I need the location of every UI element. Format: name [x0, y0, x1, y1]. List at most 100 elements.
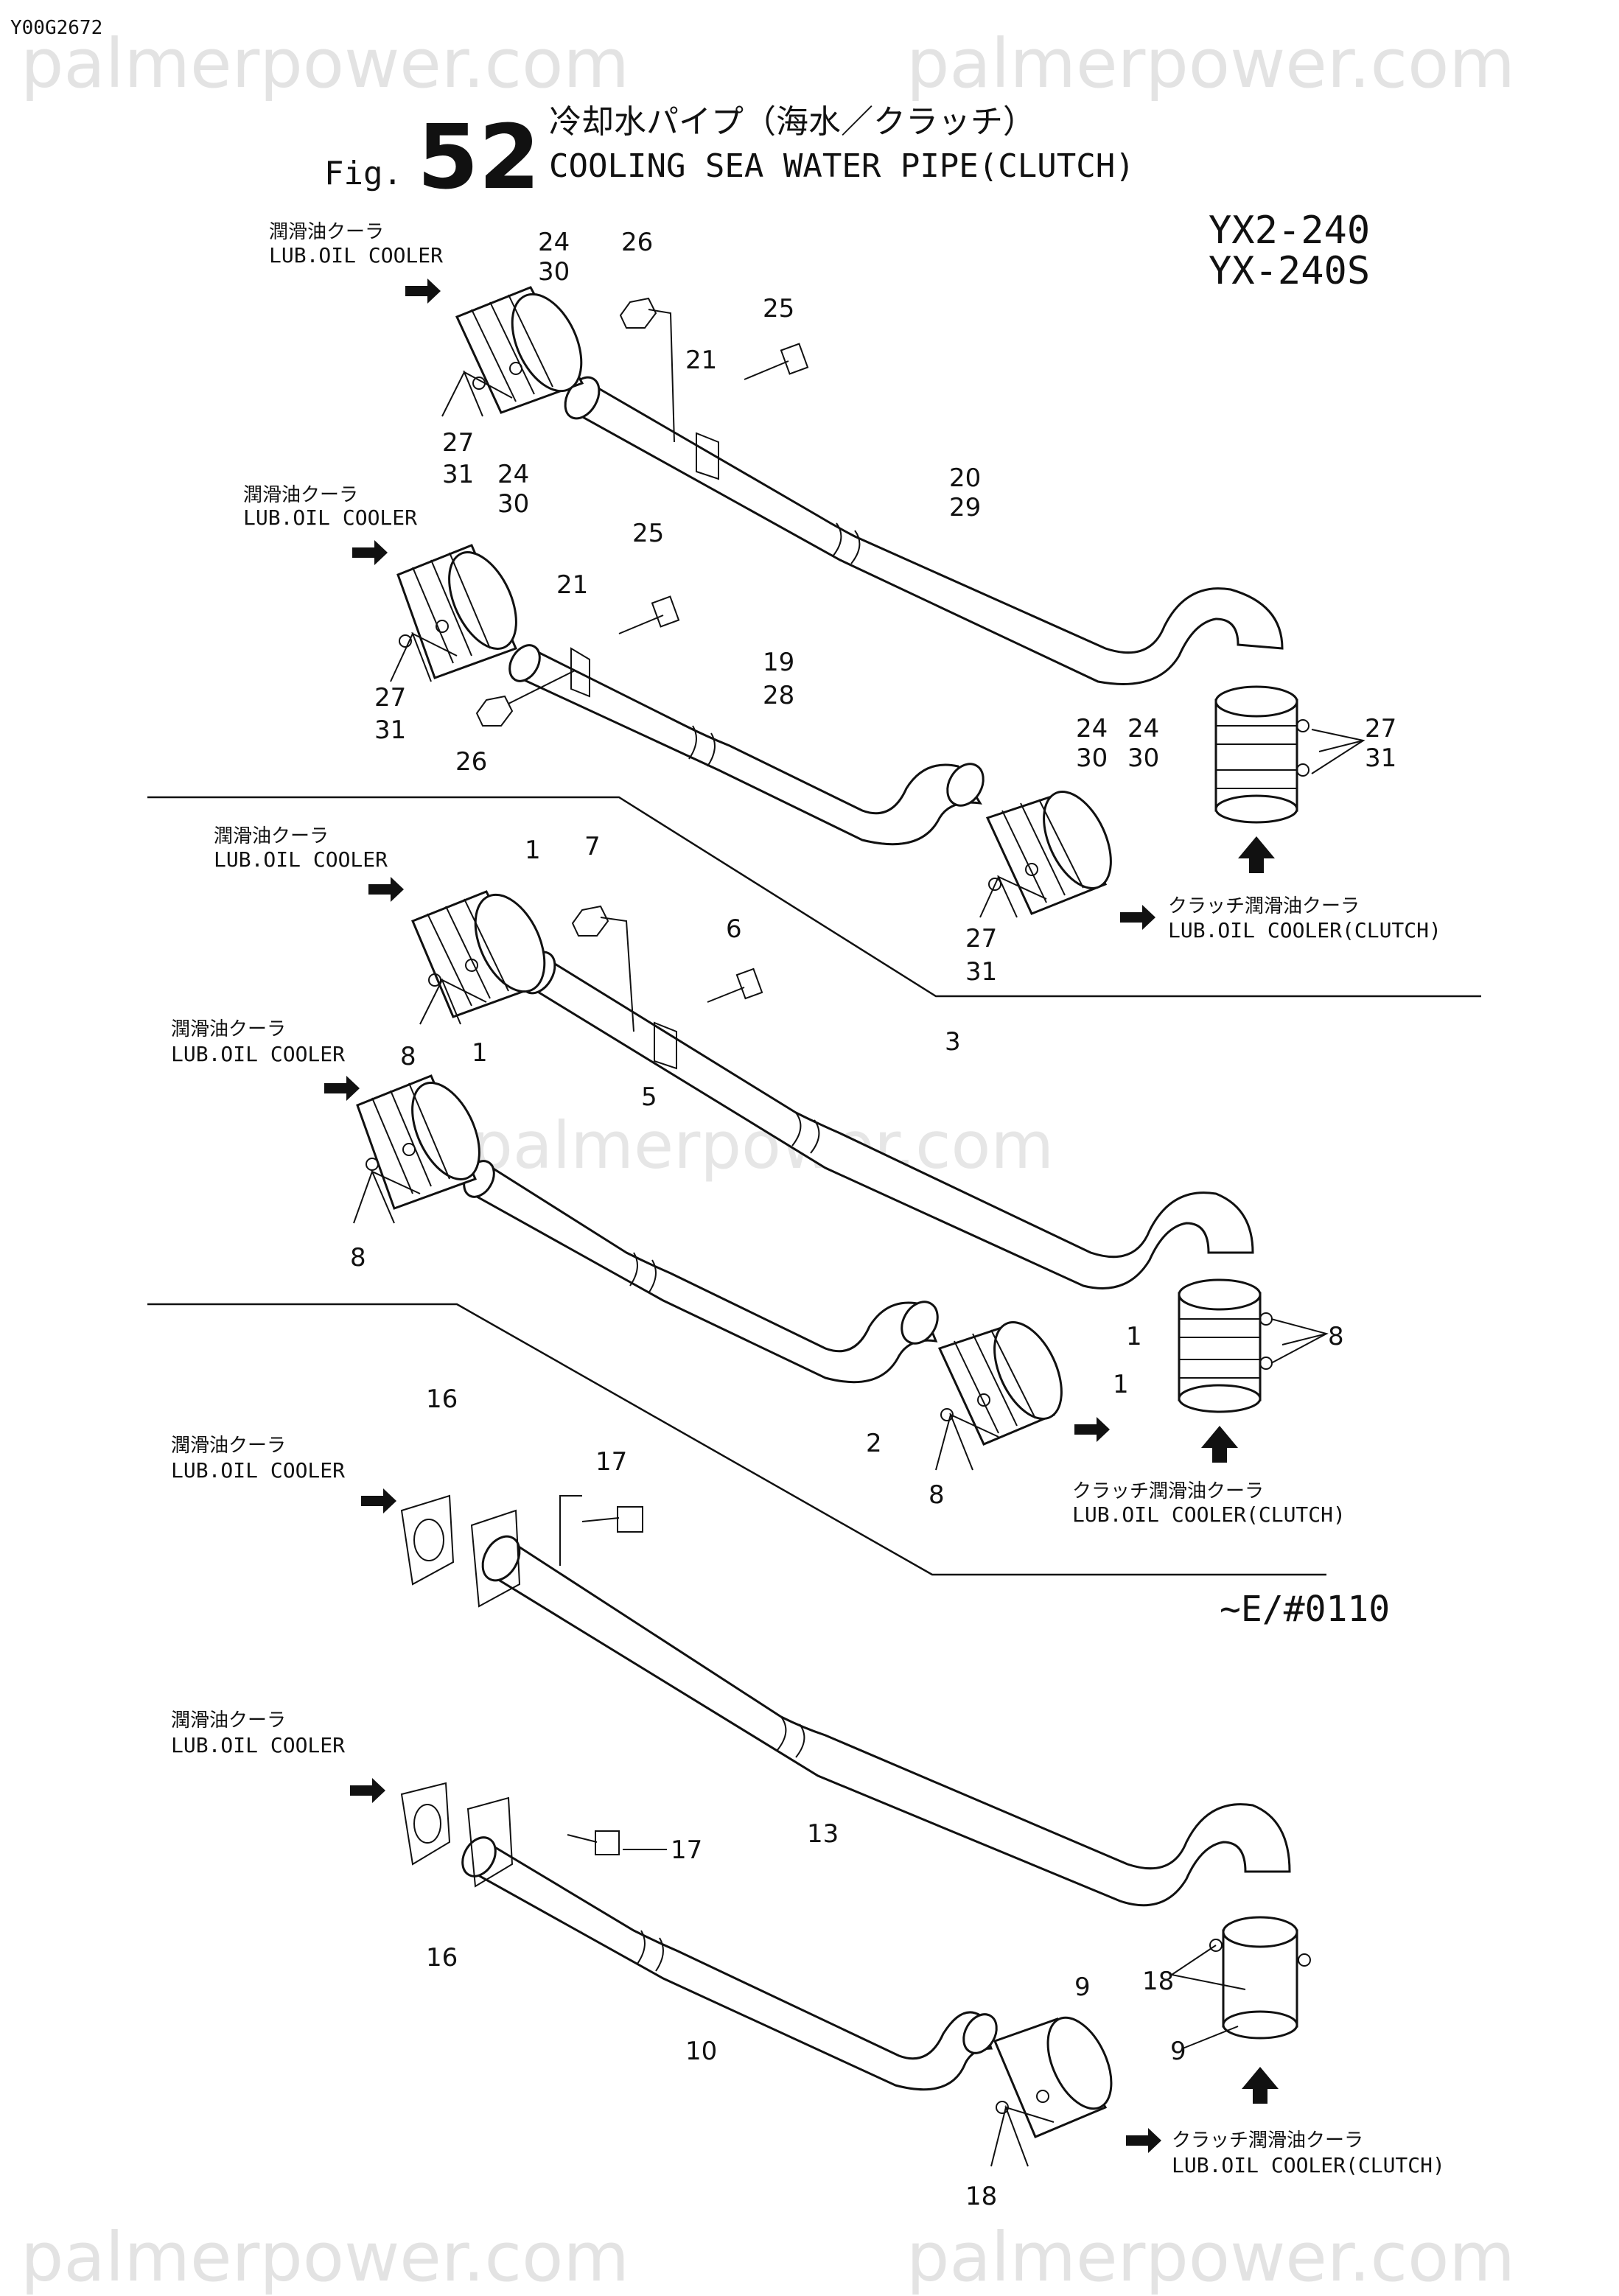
- callout: 27: [374, 683, 406, 713]
- callout: 27: [1365, 714, 1396, 743]
- callout: 10: [685, 2037, 717, 2066]
- pipe-19: [518, 646, 982, 846]
- leader-8: [419, 978, 487, 1025]
- section-yx2-240: 潤滑油クーラ LUB.OIL COOLER 潤滑油クーラ LUB.OIL COO…: [243, 221, 1441, 987]
- flow-arrow-icon: [352, 540, 388, 565]
- document-code: Y00G2672: [10, 17, 102, 39]
- lub-cooler-en: LUB.OIL COOLER: [171, 1458, 345, 1483]
- lub-cooler-en: LUB.OIL COOLER: [243, 505, 417, 530]
- flow-arrow-icon: [1120, 905, 1155, 930]
- hose-24-mid: [396, 544, 518, 679]
- callout: 8: [400, 1042, 416, 1071]
- flow-arrow-icon: [368, 877, 404, 902]
- callout: 26: [621, 228, 653, 257]
- flow-arrow-icon: [1201, 1426, 1238, 1463]
- callout: 30: [538, 257, 570, 287]
- nut-7: [571, 905, 609, 937]
- leader-27: [1311, 729, 1366, 774]
- flow-arrow-icon: [405, 279, 441, 304]
- pipe-10: [470, 1840, 993, 2091]
- gasket-16: [400, 1494, 455, 1586]
- figure-number: 52: [417, 107, 540, 209]
- callout: 26: [455, 747, 487, 777]
- callout: 25: [763, 294, 794, 323]
- hose-1-mid: [356, 1074, 480, 1210]
- bolt-6-head: [735, 967, 763, 1000]
- pipe-break: [688, 725, 716, 767]
- leader-8: [935, 1412, 999, 1471]
- gasket-hole: [413, 1519, 444, 1561]
- watermark-bottom-left: palmerpower.com: [21, 2218, 629, 2296]
- callout: 30: [1076, 743, 1108, 773]
- callout: 24: [538, 228, 570, 257]
- pipe-end: [962, 2013, 998, 2054]
- pipe-2: [470, 1162, 938, 1384]
- pipe-end: [481, 1535, 521, 1582]
- lub-cooler-en: LUB.OIL COOLER: [269, 243, 443, 267]
- clutch-cooler-en: LUB.OIL COOLER(CLUTCH): [1072, 1502, 1346, 1527]
- pipe-break: [832, 522, 861, 564]
- pipe-20: [573, 381, 1284, 685]
- gasket-hole: [413, 1804, 441, 1844]
- clutch-cooler-jp: クラッチ潤滑油クーラ: [1168, 895, 1360, 917]
- watermark-top-left: palmerpower.com: [21, 24, 629, 103]
- section-variant-3: ~E/#0110: [171, 1385, 1445, 2211]
- flow-arrow-icon: [1074, 1417, 1110, 1442]
- flow-arrow-icon: [1242, 2067, 1279, 2104]
- section-divider-1: [147, 796, 1481, 998]
- callout: 21: [556, 570, 588, 600]
- callout: 17: [671, 1835, 702, 1865]
- section-divider-2: [147, 1303, 1326, 1576]
- callout: 31: [965, 957, 997, 987]
- callout: 3: [945, 1027, 961, 1057]
- hose-9-vertical: [1209, 1916, 1311, 2040]
- watermark-top-right: palmerpower.com: [906, 24, 1515, 103]
- flange: [470, 1509, 521, 1608]
- flange: [466, 1796, 514, 1888]
- pipe-end: [946, 763, 985, 807]
- callout: 21: [685, 346, 717, 375]
- callout: 24: [497, 460, 529, 489]
- leader-7: [600, 917, 634, 1032]
- clutch-cooler-jp: クラッチ潤滑油クーラ: [1172, 2129, 1363, 2152]
- lub-cooler-jp: 潤滑油クーラ: [269, 221, 384, 243]
- hose-24-clutch: [985, 791, 1112, 915]
- hose-1-vertical: [1178, 1278, 1273, 1413]
- callout: 24: [1076, 714, 1108, 743]
- nut-26: [619, 297, 657, 329]
- callout: 1: [525, 836, 541, 865]
- flow-arrow-icon: [1238, 836, 1275, 873]
- bracket-21: [696, 432, 719, 480]
- leader-17: [559, 1495, 582, 1566]
- model-2: YX-240S: [1209, 249, 1370, 293]
- callout: 28: [763, 681, 794, 710]
- pipe-end: [508, 644, 541, 682]
- callout: 17: [595, 1447, 627, 1477]
- lub-cooler-jp: 潤滑油クーラ: [171, 1709, 286, 1732]
- pipe-end: [564, 376, 601, 420]
- nut-26: [475, 695, 514, 727]
- pipe-break: [637, 1930, 664, 1972]
- clutch-cooler-jp: クラッチ潤滑油クーラ: [1072, 1480, 1264, 1502]
- serial-range: ~E/#0110: [1220, 1589, 1390, 1630]
- callout: 2: [866, 1429, 882, 1458]
- callout: 8: [1328, 1322, 1344, 1351]
- lub-cooler-jp: 潤滑油クーラ: [243, 484, 358, 506]
- callout: 1: [472, 1038, 488, 1068]
- lub-cooler-jp: 潤滑油クーラ: [171, 1018, 286, 1040]
- callout: 8: [929, 1480, 945, 1510]
- callout: 16: [426, 1943, 458, 1973]
- leader-8: [353, 1169, 421, 1224]
- flow-arrow-icon: [350, 1778, 385, 1803]
- bolt-25-shank: [744, 360, 789, 380]
- callout: 25: [632, 519, 664, 548]
- section-variant-2: 潤滑油クーラ LUB.OIL COOLER 潤滑油クーラ LUB.OIL COO…: [171, 825, 1346, 1527]
- leader-18: [990, 2104, 1055, 2167]
- callout: 24: [1127, 714, 1159, 743]
- leader-9: [1182, 2026, 1239, 2049]
- clamp-5: [654, 1021, 677, 1070]
- leader-27: [390, 631, 458, 682]
- lub-cooler-jp: 潤滑油クーラ: [214, 825, 329, 847]
- callout: 31: [1365, 743, 1396, 773]
